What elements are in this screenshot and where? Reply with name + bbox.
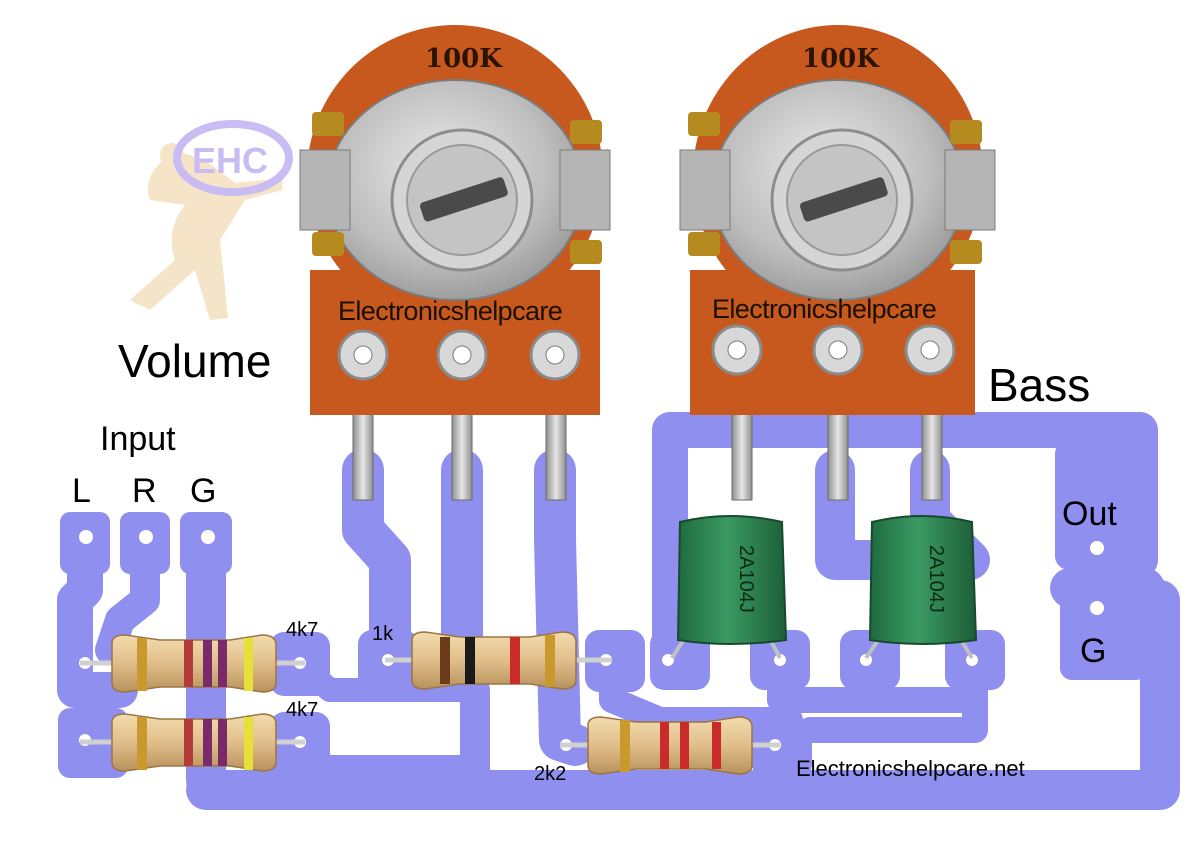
bass-potentiometer: 100K <box>679 25 996 501</box>
input-g-label: G <box>190 472 217 510</box>
volume-potentiometer: 100K <box>299 25 611 501</box>
bass-pot-value: 100K <box>802 44 880 74</box>
input-label: Input <box>100 420 176 458</box>
logo-text: EHC <box>192 140 268 181</box>
capacitor-c1: 2A104J <box>670 515 788 660</box>
capacitor-c2: 2A104J <box>864 515 978 660</box>
volume-pot-value: 100K <box>425 44 503 74</box>
resistor-r2-label: 4k7 <box>286 699 319 721</box>
resistor-r1-4k7 <box>80 634 305 693</box>
website-label: Electronicshelpcare.net <box>796 756 1025 781</box>
capacitor-c1-code: 2A104J <box>735 545 757 613</box>
resistor-r1-label: 4k7 <box>286 619 319 641</box>
capacitor-c2-code: 2A104J <box>925 545 947 613</box>
volume-pot-brand: Electronicshelpcare <box>338 296 563 326</box>
ehc-logo-figure: EHC <box>130 120 293 320</box>
bass-label: Bass <box>988 359 1091 411</box>
input-l-label: L <box>72 472 91 510</box>
output-label: Out <box>1062 495 1117 533</box>
volume-label: Volume <box>118 335 272 387</box>
resistor-r4-2k2 <box>560 716 780 775</box>
bass-pot-brand: Electronicshelpcare <box>712 294 937 324</box>
pcb-traces <box>57 412 1180 810</box>
resistor-r3-1k <box>385 631 612 690</box>
resistor-r2-4k7 <box>80 713 305 772</box>
input-r-label: R <box>132 472 157 510</box>
output-g-label: G <box>1080 632 1107 670</box>
resistor-r3-label: 1k <box>372 623 394 645</box>
resistor-r4-label: 2k2 <box>534 763 567 785</box>
